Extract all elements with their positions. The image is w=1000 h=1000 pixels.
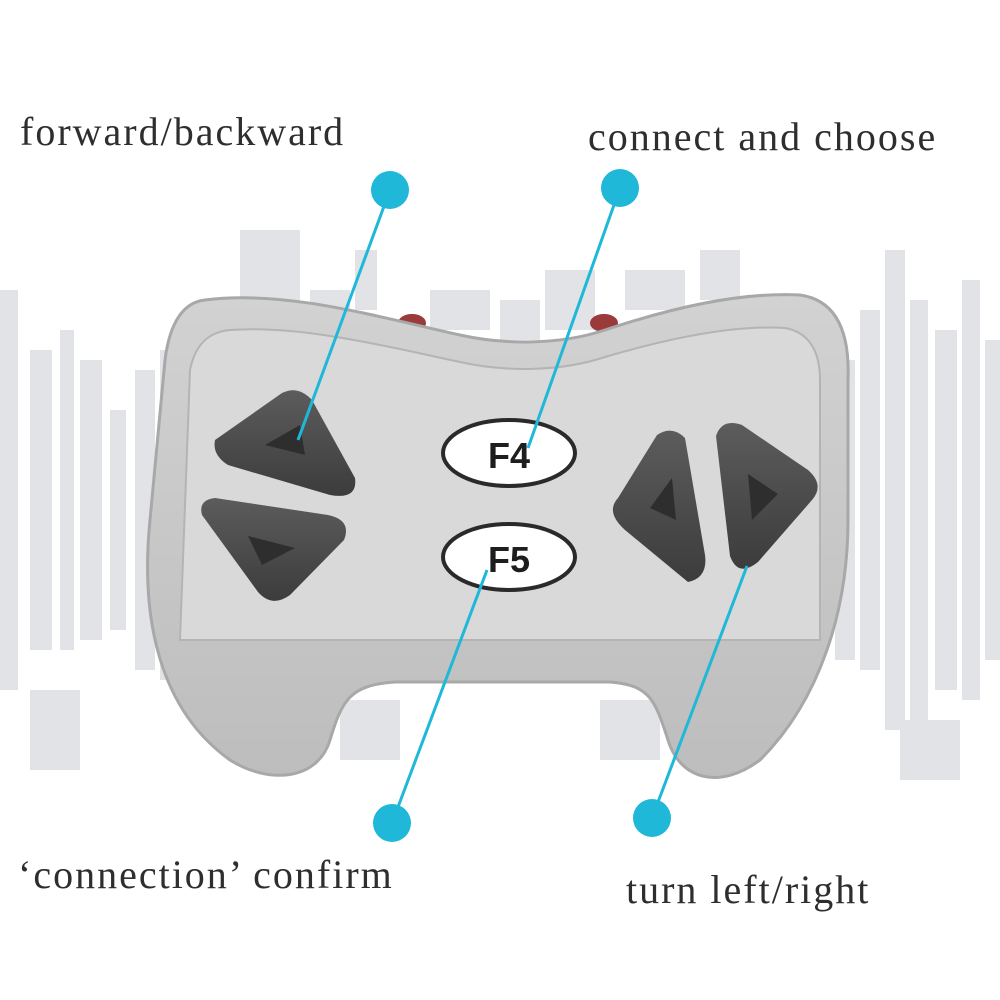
forward-backward-callout-dot — [371, 171, 409, 209]
turn-right-arrow-icon — [748, 474, 778, 520]
f5-button-label: F5 — [488, 539, 530, 580]
turn-left-right-leader-line — [650, 565, 749, 819]
backward-button[interactable] — [201, 498, 346, 601]
turn-left-right-callout-dot — [633, 799, 671, 837]
connection-confirm-callout-dot — [373, 804, 411, 842]
callout-dots — [371, 169, 671, 842]
forward-arrow-icon — [265, 425, 305, 455]
f5-button[interactable]: F5 — [441, 522, 577, 592]
turn-right-button[interactable] — [716, 423, 818, 569]
connect-choose-label: connect and choose — [588, 114, 937, 159]
forward-backward-leader-line — [296, 189, 392, 441]
connect-choose-leader-line — [526, 187, 622, 449]
f4-button[interactable]: F4 — [441, 418, 577, 488]
connection-confirm-label: ‘connection’ confirm — [18, 852, 394, 897]
f4-button-label: F4 — [488, 435, 530, 476]
turn-left-right-label: turn left/right — [626, 867, 870, 912]
connect-choose-callout-dot — [601, 169, 639, 207]
forward-backward-label: forward/backward — [20, 109, 345, 154]
connection-confirm-leader-line — [390, 569, 489, 824]
turn-left-button[interactable] — [612, 430, 706, 582]
backward-arrow-icon — [248, 536, 295, 565]
turn-left-arrow-icon — [650, 478, 676, 520]
forward-button[interactable] — [214, 390, 356, 496]
callout-lines — [296, 187, 749, 824]
